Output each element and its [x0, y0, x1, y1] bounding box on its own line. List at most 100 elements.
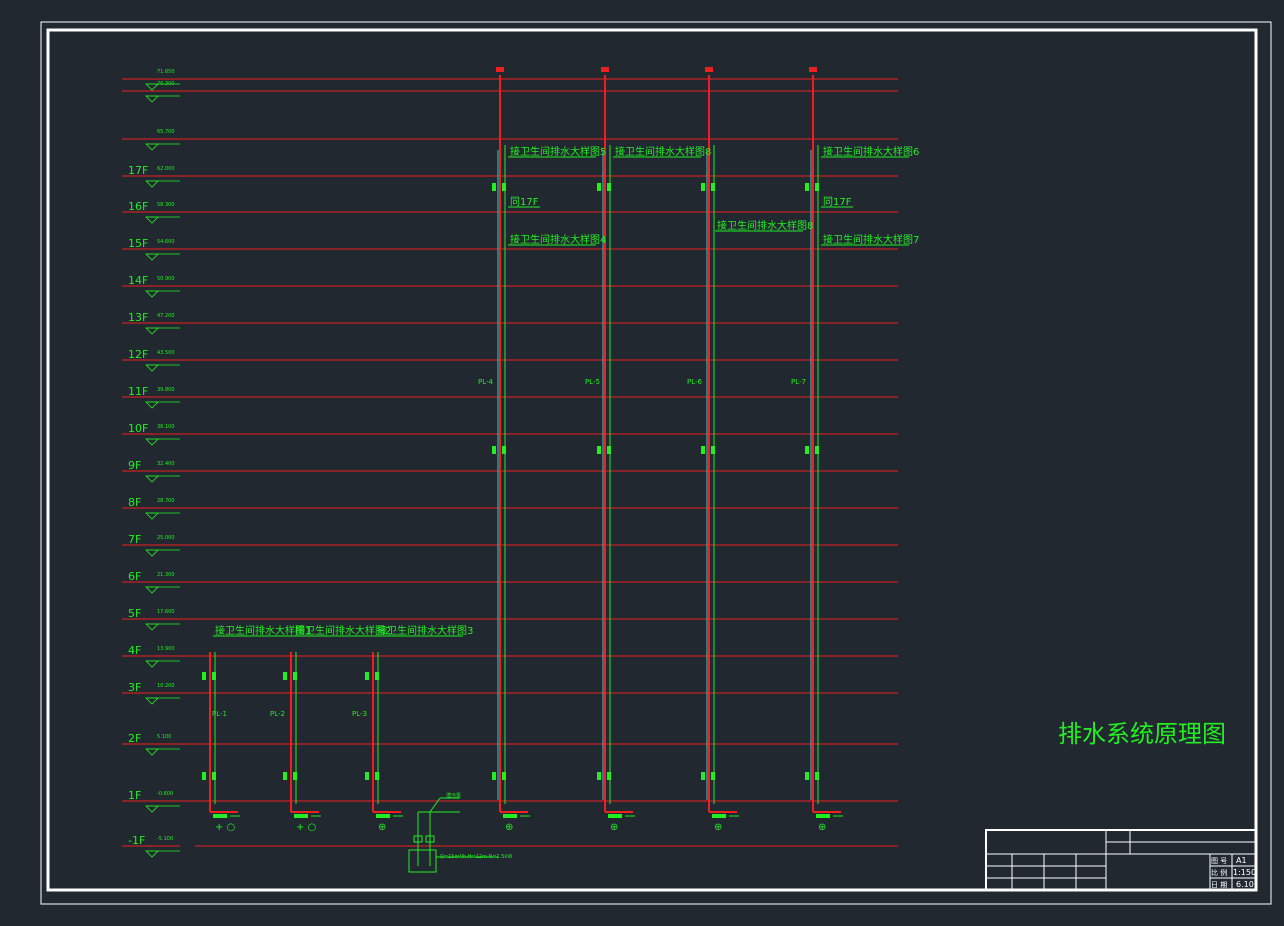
elevation-mark	[145, 290, 159, 298]
riser-tag: PL-5	[585, 378, 600, 386]
floor-label: 12F	[128, 348, 148, 361]
floor-label: 2F	[128, 732, 141, 745]
outlet-symbol: ⊕	[610, 822, 618, 833]
cleanout	[815, 772, 819, 780]
sump-pit: Q=15m³/h H=12m N=1.5kW 潜污泵	[408, 792, 512, 873]
cleanout	[805, 183, 809, 191]
elevation-mark	[145, 850, 159, 858]
elevation-value: 10.200	[157, 683, 175, 689]
elevation-mark	[145, 216, 159, 224]
floor-label: 15F	[128, 237, 148, 250]
sheet-size-label: 图 号	[1211, 857, 1227, 865]
floor-label: 16F	[128, 200, 148, 213]
elevation-mark	[145, 475, 159, 483]
cleanout	[375, 772, 379, 780]
elevation-value: 25.000	[157, 535, 175, 541]
riser-label: 接卫生间排水大样图7	[823, 233, 919, 246]
vent-cap	[496, 67, 504, 72]
cleanout	[711, 772, 715, 780]
elevation-value: -5.100	[157, 836, 173, 842]
cleanout	[202, 672, 206, 680]
riser-label: 接卫生间排水大样图8	[717, 219, 813, 232]
cleanout	[202, 772, 206, 780]
cleanout	[607, 772, 611, 780]
vent-cap	[601, 67, 609, 72]
elevation-value: 5.100	[157, 734, 171, 740]
cleanout	[711, 183, 715, 191]
floor-label: 6F	[128, 570, 141, 583]
elevation-mark	[145, 660, 159, 668]
riser-label: 接卫生间排水大样图8	[615, 145, 711, 158]
cleanout	[815, 183, 819, 191]
elevation-mark	[145, 401, 159, 409]
cleanout	[701, 772, 705, 780]
floor-label: 13F	[128, 311, 148, 324]
cleanout	[805, 772, 809, 780]
scale-value: 1:150	[1233, 868, 1256, 877]
cleanout	[502, 183, 506, 191]
floor-label: -1F	[128, 834, 145, 847]
outlet-symbol: ⊕	[378, 822, 386, 833]
cleanout	[597, 772, 601, 780]
elevation-value: 50.900	[157, 276, 175, 282]
riser-label: 接卫生间排水大样图4	[510, 233, 606, 246]
cleanout	[492, 446, 496, 454]
elevation-mark	[145, 549, 159, 557]
cleanout	[597, 183, 601, 191]
floor-label: 3F	[128, 681, 141, 694]
cleanout	[701, 183, 705, 191]
pump-note: Q=15m³/h H=12m N=1.5kW	[440, 854, 512, 860]
elevation-mark	[145, 623, 159, 631]
outer-frame	[40, 21, 1272, 905]
elevation-value: 36.100	[157, 424, 175, 430]
elevation-value: 71.650	[157, 69, 175, 75]
elevation-value: 54.600	[157, 239, 175, 245]
scale-label: 比 例	[1211, 868, 1227, 877]
outlet-symbol: ⊕	[818, 822, 826, 833]
riser-tag: PL-3	[352, 710, 367, 718]
riser-label: 接卫生间排水大样图5	[510, 145, 606, 158]
elevation-value: -0.600	[157, 791, 173, 797]
floor-label: 14F	[128, 274, 148, 287]
cleanout	[293, 672, 297, 680]
cleanout	[701, 446, 705, 454]
floor-label: 10F	[128, 422, 148, 435]
floor-label: 4F	[128, 644, 141, 657]
floor-drain	[376, 814, 390, 818]
elevation-mark	[145, 697, 159, 705]
riser-tag: PL-7	[791, 378, 806, 386]
pump-label: 潜污泵	[446, 792, 461, 799]
floor-drain	[294, 814, 308, 818]
elevation-mark	[145, 95, 159, 103]
floor-label: 1F	[128, 789, 141, 802]
floor-label: 8F	[128, 496, 141, 509]
elevation-mark	[145, 327, 159, 335]
outlet-symbol: ⊕	[505, 822, 513, 833]
riser-label: 接卫生间排水大样图3	[377, 624, 473, 637]
cleanout	[805, 446, 809, 454]
vent-cap	[809, 67, 817, 72]
floor-label: 9F	[128, 459, 141, 472]
floor-drain	[816, 814, 830, 818]
elevation-value: 58.300	[157, 202, 175, 208]
floor-label: 7F	[128, 533, 141, 546]
cleanout	[365, 772, 369, 780]
cleanout	[283, 772, 287, 780]
elevation-mark	[145, 748, 159, 756]
inner-frame	[46, 28, 1258, 892]
cleanout	[283, 672, 287, 680]
cleanout	[492, 183, 496, 191]
elevation-value: 43.500	[157, 350, 175, 356]
cleanout	[607, 446, 611, 454]
drawing-title: 排水系统原理图	[1058, 720, 1226, 748]
elevation-mark	[145, 805, 159, 813]
floor-drain	[608, 814, 622, 818]
elevation-value: 47.200	[157, 313, 175, 319]
elevation-value: 21.300	[157, 572, 175, 578]
cleanout	[492, 772, 496, 780]
outlet-symbol: + ○	[215, 822, 235, 833]
elevation-mark	[145, 438, 159, 446]
